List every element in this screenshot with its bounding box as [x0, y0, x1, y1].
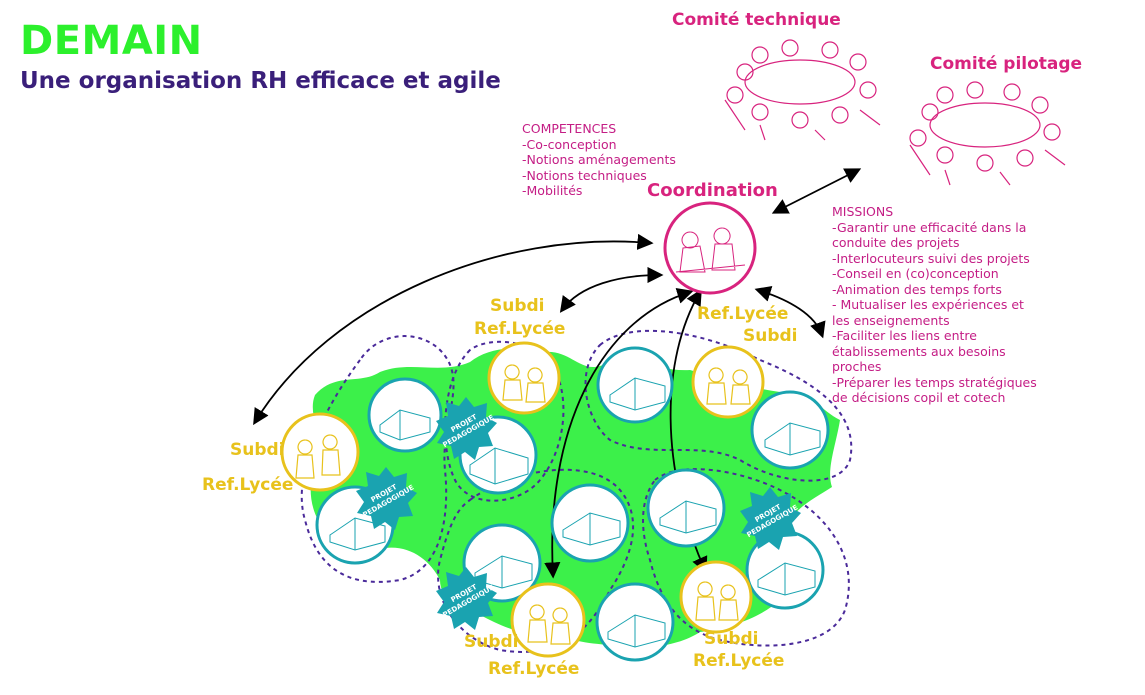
missions-line: -Faciliter les liens entre	[832, 328, 977, 343]
people-circle-bottom-right	[679, 560, 753, 634]
competences-item: -Mobilités	[522, 183, 583, 198]
people-sketches	[295, 364, 751, 645]
coordination-circle	[663, 201, 757, 295]
projet-badge: PROJET PEDAGOGIQUE	[356, 467, 417, 530]
missions-line: -Préparer les temps stratégiques	[832, 374, 1037, 390]
projet-badge: PROJET PEDAGOGIQUE	[740, 487, 801, 550]
committee-pilotage-sketch	[909, 81, 1066, 186]
missions-line: -Conseil en (co)conception	[832, 266, 999, 281]
arrow-coordination-committees	[771, 168, 862, 214]
missions-line: -Animation des temps forts	[832, 281, 1002, 297]
missions-line: de décisions copil et cotech	[832, 390, 1006, 405]
missions-line: les enseignements	[832, 312, 950, 328]
group-bottomright-subdi: Subdi	[704, 629, 759, 649]
missions-line: proches	[832, 359, 882, 374]
people-circle-left	[280, 412, 360, 492]
competences-list: COMPETENCES -Co-conception -Notions amén…	[522, 121, 676, 199]
competences-item: -Notions techniques	[522, 167, 647, 183]
group-bottomcenter-ref: Ref.Lycée	[488, 659, 580, 679]
page-subtitle: Une organisation RH efficace et agile	[20, 68, 501, 94]
competences-heading: COMPETENCES	[522, 121, 617, 136]
group-bottomcenter-subdi: Subdi	[464, 632, 519, 652]
committee-pilotage-label: Comité pilotage	[930, 54, 1083, 74]
people-circle-top-center	[487, 341, 561, 415]
missions-line: - Mutualiser les expériences et	[832, 297, 1024, 312]
committee-technique-sketch	[724, 39, 881, 141]
building-circle	[367, 377, 443, 453]
arrow-coordination-topcenter	[559, 266, 664, 313]
arrow-coordination-left	[253, 233, 654, 426]
projet-badge: PROJET PEDAGOGIQUE	[436, 397, 497, 460]
group-left-ref: Ref.Lycée	[202, 475, 294, 495]
building-sketches	[329, 377, 821, 648]
committee-technique-label: Comité technique	[672, 10, 841, 30]
group-topright-subdi: Subdi	[743, 326, 798, 346]
group-topright-ref: Ref.Lycée	[697, 304, 789, 324]
coordination-label: Coordination	[647, 180, 778, 201]
missions-list: MISSIONS -Garantir une efficacité dans l…	[832, 204, 1037, 406]
group-topcenter-ref: Ref.Lycée	[474, 319, 566, 339]
people-circles	[280, 341, 765, 658]
group-left-subdi: Subdi	[230, 440, 285, 460]
arrow-coordination-topright	[754, 286, 826, 339]
missions-line: -Interlocuteurs suivi des projets	[832, 250, 1030, 266]
page-title: DEMAIN	[20, 18, 203, 64]
competences-item: -Co-conception	[522, 136, 617, 152]
missions-line: -Garantir une efficacité dans la	[832, 219, 1027, 235]
missions-line: conduite des projets	[832, 235, 960, 250]
competences-item: -Notions aménagements	[522, 152, 676, 167]
people-circle-top-right	[691, 345, 765, 419]
coordination-sketch	[675, 227, 746, 273]
missions-line: établissements aux besoins	[832, 343, 1006, 359]
group-topcenter-subdi: Subdi	[490, 296, 545, 316]
missions-heading: MISSIONS	[832, 204, 894, 219]
group-bottomright-ref: Ref.Lycée	[693, 651, 785, 671]
people-circle-bottom-center	[510, 582, 586, 658]
projet-badge: PROJET PEDAGOGIQUE	[436, 567, 497, 630]
